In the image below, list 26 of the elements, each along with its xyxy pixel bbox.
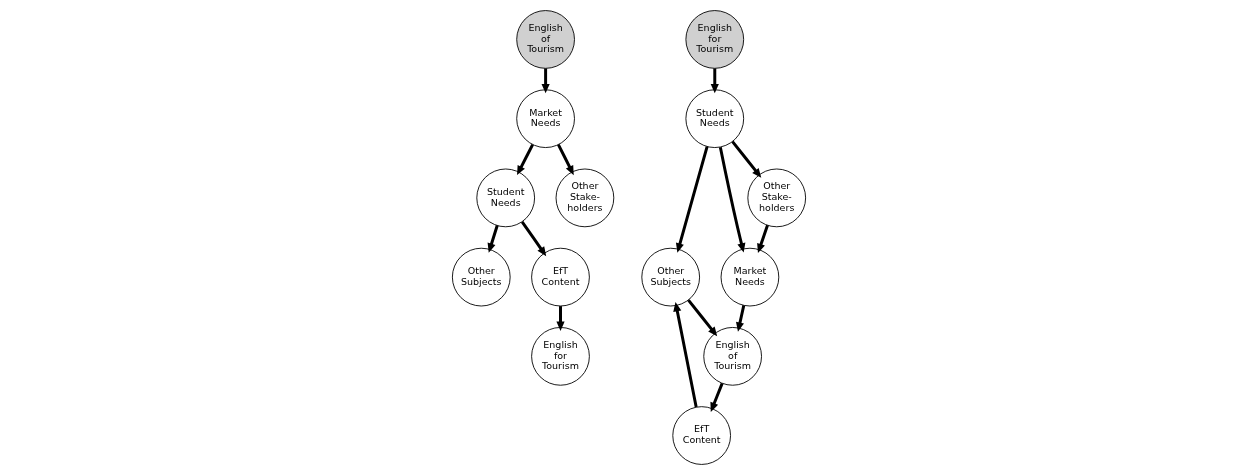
arrow xyxy=(673,302,698,408)
arrow xyxy=(487,225,499,253)
node-circle: Other Subjects xyxy=(451,247,511,307)
node-circle: English for Tourism xyxy=(685,10,745,69)
node-circle: Market Needs xyxy=(720,247,780,307)
node-circle: Other Stake- holders xyxy=(555,168,615,228)
arrow xyxy=(687,299,718,337)
arrow xyxy=(556,306,565,331)
arrow xyxy=(731,140,762,178)
arrow xyxy=(517,143,534,176)
arrow xyxy=(520,221,547,257)
arrow xyxy=(557,143,574,176)
node-circle: Market Needs xyxy=(516,89,575,148)
node-circle: Other Subjects xyxy=(641,247,701,307)
arrow xyxy=(736,305,746,332)
arrow xyxy=(710,68,719,94)
arrow xyxy=(710,382,724,413)
arrow xyxy=(541,68,550,94)
node-circle: English of Tourism xyxy=(516,10,575,69)
arrow xyxy=(718,146,746,253)
arrow xyxy=(675,146,709,253)
node-circle: EfT Content xyxy=(672,406,731,465)
node-circle: Student Needs xyxy=(685,89,745,148)
arrow xyxy=(757,224,769,254)
node-circle: Student Needs xyxy=(476,168,536,228)
node-circle: English for Tourism xyxy=(531,327,590,386)
